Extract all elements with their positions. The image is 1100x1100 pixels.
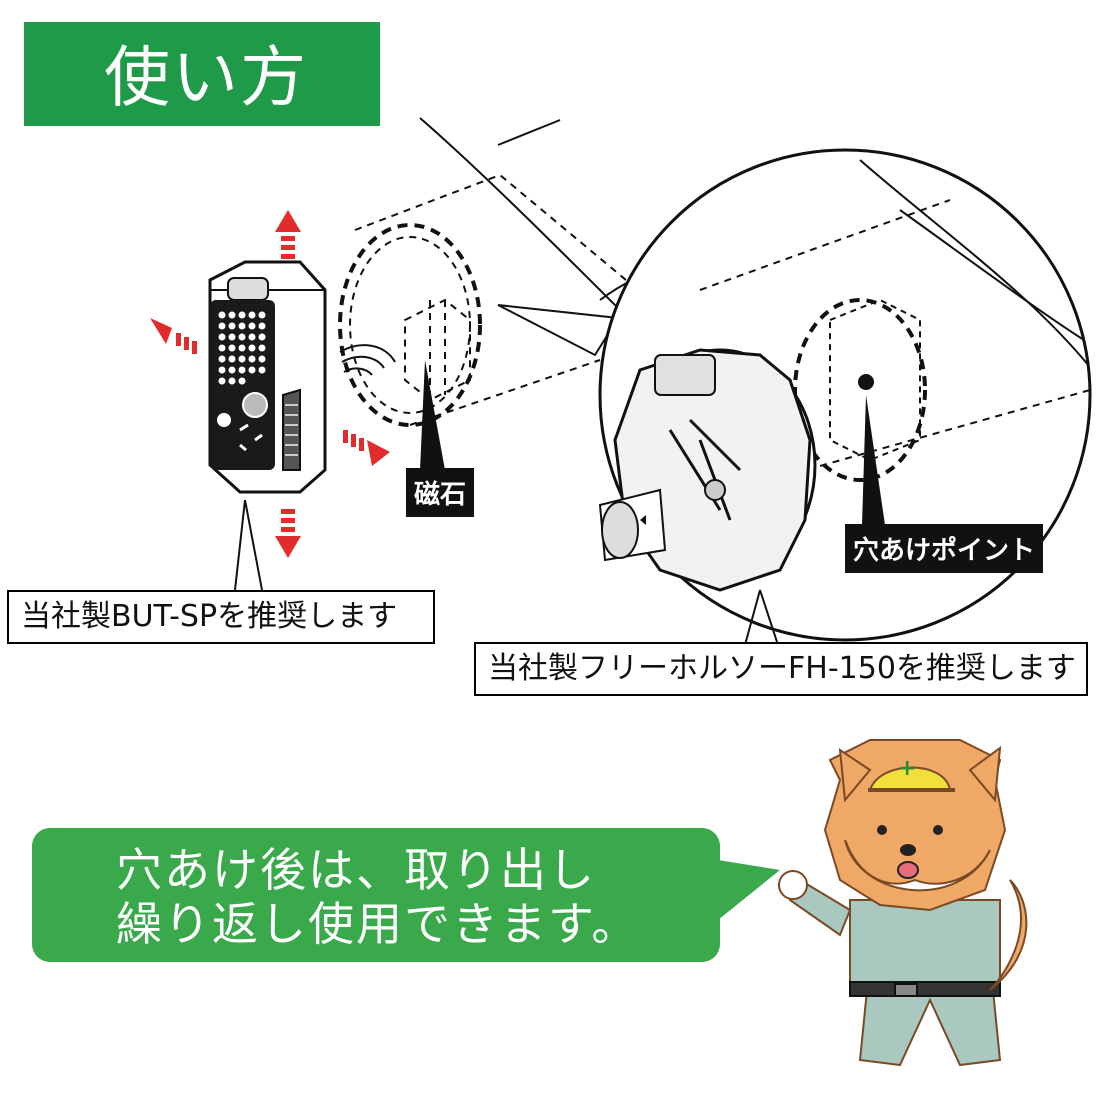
drill-point-pointer xyxy=(862,395,885,525)
bubble-tail xyxy=(718,860,780,920)
dashed-pipe-left xyxy=(338,173,651,427)
magnet-pointer xyxy=(420,360,445,470)
title-banner: 使い方 xyxy=(24,22,380,126)
speech-line-2: 繰り返し使用できます。 xyxy=(116,897,640,951)
zoom-contents xyxy=(699,159,1090,482)
shiba-mascot-icon xyxy=(778,739,1028,1067)
detector-pointer xyxy=(234,499,263,591)
red-arrow-icon xyxy=(150,210,390,558)
magnet-wave-icon xyxy=(339,344,396,376)
magnet-label: 磁石 xyxy=(406,468,475,517)
detector-recommend-callout: 当社製BUT-SPを推奨します xyxy=(7,590,435,644)
speech-line-1: 穴あけ後は、取り出し xyxy=(116,843,596,897)
helmet-mark: + xyxy=(898,756,917,781)
holesaw-pointer xyxy=(744,589,779,646)
drill-point-label: 穴あけポイント xyxy=(845,524,1044,573)
speech-bubble: 穴あけ後は、取り出し 繰り返し使用できます。 xyxy=(32,828,720,962)
page-title: 使い方 xyxy=(104,39,308,116)
holesaw-recommend-callout: 当社製フリーホルソーFH-150を推奨します xyxy=(474,642,1088,696)
detector-device-icon xyxy=(208,260,327,494)
hole-saw-icon xyxy=(598,348,817,592)
zoom-pointer xyxy=(497,304,620,357)
